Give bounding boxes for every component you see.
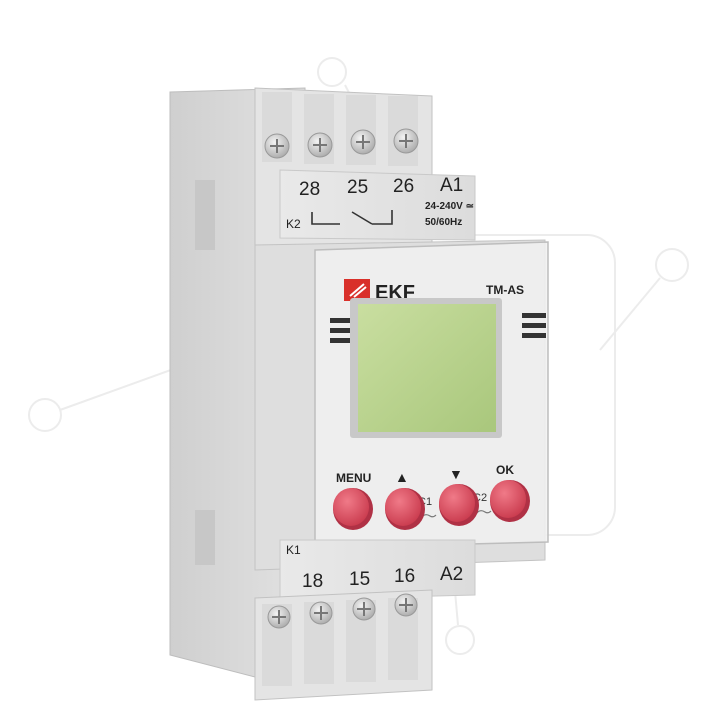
cover-grip-marks	[330, 313, 546, 343]
model-name: TM-AS	[486, 283, 524, 297]
bottom-screws	[267, 593, 418, 629]
terminal-label-bottom: 15	[349, 569, 370, 590]
ok-button-label: OK	[496, 463, 514, 477]
menu-button-label: MENU	[336, 471, 371, 485]
terminal-label-bottom: A2	[440, 564, 463, 585]
bottom-terminal-labels: 18 15 16 A2	[302, 564, 463, 592]
relay-label-k2: K2	[286, 217, 301, 231]
relay-contact-symbol	[311, 210, 393, 225]
screw-icon	[393, 128, 419, 154]
screw-icon	[394, 593, 418, 617]
frequency-rating: 50/60Hz	[425, 217, 462, 228]
terminal-label-bottom: 16	[394, 566, 415, 587]
din-clip-bottom	[195, 510, 215, 565]
up-button[interactable]	[385, 488, 425, 530]
screw-icon	[309, 601, 333, 625]
screw-icon	[267, 605, 291, 629]
voltage-rating: 24-240V ≃	[425, 201, 474, 212]
lcd-display	[358, 304, 496, 432]
bottom-terminal-block	[254, 589, 433, 701]
top-screws	[264, 128, 419, 159]
relay-label-k1: K1	[286, 543, 301, 557]
top-label-plate	[279, 169, 476, 241]
ok-button[interactable]	[490, 480, 530, 522]
terminal-label-top: 26	[393, 176, 414, 197]
terminal-label-top: A1	[440, 175, 463, 196]
terminal-label-bottom: 18	[302, 571, 323, 592]
top-terminal-labels: 28 25 26 A1	[299, 175, 463, 200]
screw-icon	[350, 129, 376, 155]
bottom-label-plate	[279, 539, 476, 601]
down-button[interactable]	[439, 484, 479, 526]
screw-icon	[307, 132, 333, 158]
terminal-label-top: 25	[347, 177, 368, 198]
screw-icon	[352, 597, 376, 621]
down-button-label: ▼	[449, 466, 463, 482]
screw-icon	[264, 133, 290, 159]
up-button-label: ▲	[395, 469, 409, 485]
ekf-logo-icon	[344, 279, 370, 301]
terminal-label-top: 28	[299, 179, 320, 200]
menu-button[interactable]	[333, 488, 373, 530]
din-clip-top	[195, 180, 215, 250]
